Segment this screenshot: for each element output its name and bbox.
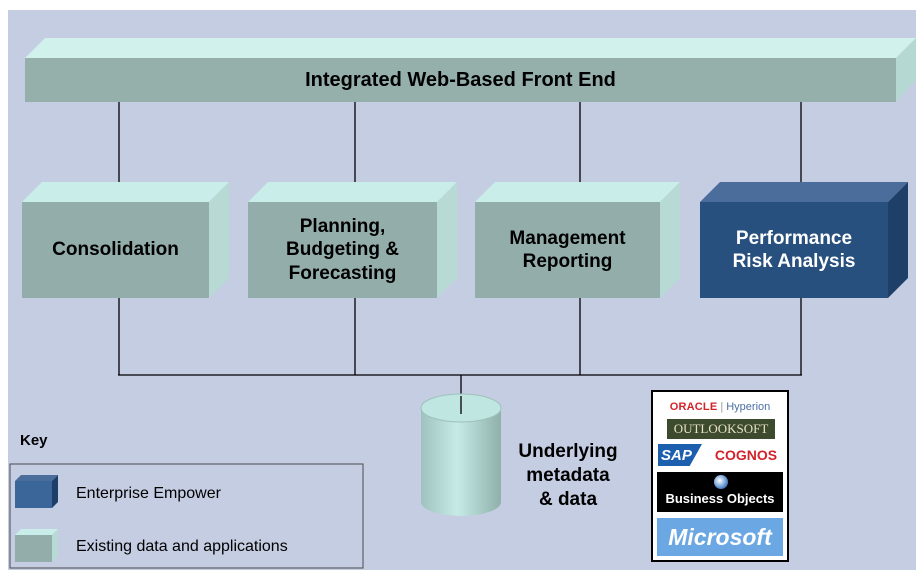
consolidation-front-face [22,202,209,298]
database-body [421,408,501,516]
key-existing-swatch [15,529,58,562]
reporting-front-face [475,202,660,298]
key-existing-label: Existing data and applications [76,538,288,555]
outlooksoft-logo: OUTLOOKSOFT [667,419,775,439]
module-reporting [475,182,680,298]
module-consolidation [22,182,229,298]
database-cylinder [420,393,502,516]
module-risk-analysis-label: Performance Risk Analysis [732,227,856,272]
key-legend [9,463,364,569]
module-consolidation-label: Consolidation [52,239,179,261]
database-label: Underlying metadata & data [518,441,618,510]
vendor-logos-panel: ORACLE | Hyperion OUTLOOKSOFT SAP COGNOS… [651,390,789,562]
module-planning [248,182,457,298]
key-enterprise-swatch [15,475,58,508]
risk-top-face [700,182,908,202]
connectors [118,102,802,398]
module-planning-label: Planning, Budgeting & Forecasting [286,216,399,284]
module-risk-analysis [700,182,908,298]
business-objects-logo: Business Objects [657,472,783,512]
cognos-logo: COGNOS [714,447,778,463]
key-enterprise-label: Enterprise Empower [76,485,221,502]
module-reporting-label: Management Reporting [509,227,626,272]
consolidation-top-face [22,182,229,202]
frontend-banner [25,38,916,102]
planning-top-face [248,182,457,202]
consolidation-side-face [209,182,229,298]
planning-front-face [248,202,437,298]
banner-top-face [25,38,916,58]
risk-front-face [700,202,888,298]
planning-side-face [437,182,457,298]
reporting-top-face [475,182,680,202]
microsoft-logo: Microsoft [657,518,783,556]
banner-front-face [25,58,896,102]
business-objects-globe-icon [714,475,728,489]
key-border [9,463,364,569]
reporting-side-face [660,182,680,298]
risk-side-face [888,182,908,298]
key-title: Key [20,432,48,449]
oracle-hyperion-logo: ORACLE | Hyperion [669,401,771,413]
sap-logo: SAP [658,444,702,466]
banner-side-face [896,38,916,102]
frontend-title: Integrated Web-Based Front End [305,68,616,91]
